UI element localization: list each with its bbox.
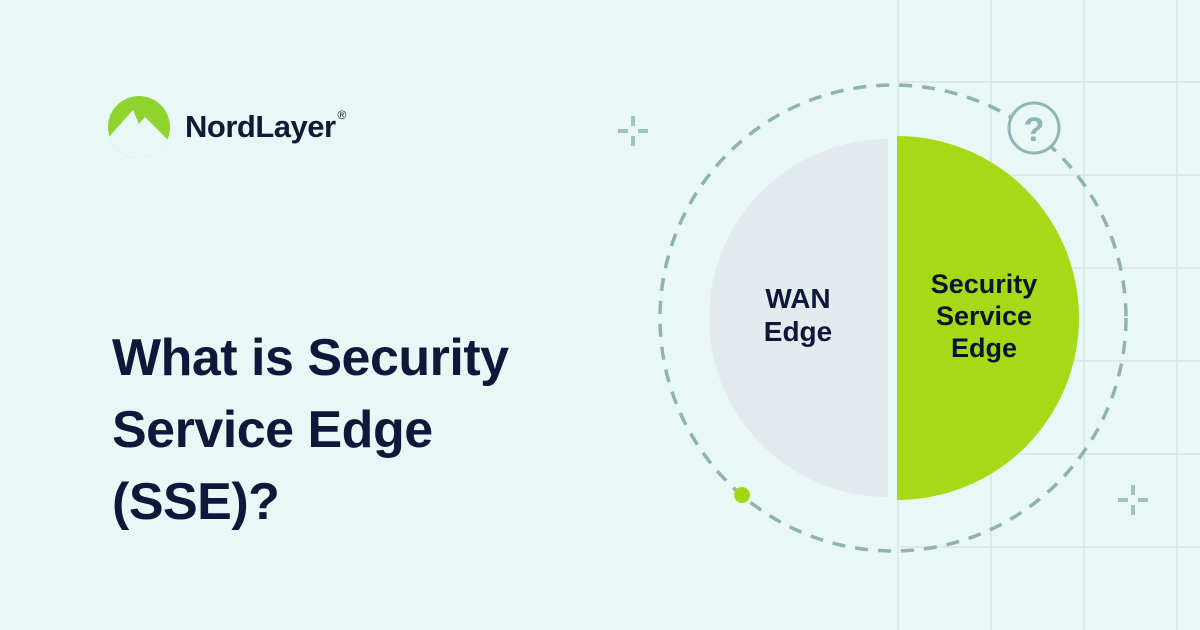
- wan-edge-label: WAN Edge: [763, 283, 833, 347]
- brand-wordmark: NordLayer ®: [185, 96, 346, 158]
- nordlayer-logo: NordLayer ®: [108, 96, 346, 158]
- registered-trademark-icon: ®: [337, 108, 347, 122]
- help-icon: ?: [1007, 101, 1061, 155]
- nordlayer-mountain-icon: [108, 96, 170, 158]
- wan-edge-half: [709, 139, 888, 497]
- accent-dot: [734, 487, 750, 503]
- plus-icon-left: [618, 116, 648, 146]
- page-title: What is Security Service Edge (SSE)?: [112, 322, 632, 538]
- plus-icon-right: [1118, 485, 1148, 515]
- help-icon-circle: [1007, 101, 1061, 155]
- question-mark-icon: ?: [1024, 111, 1045, 149]
- page-title-line-1: What is Security: [112, 329, 509, 387]
- page-title-line-2: Service Edge: [112, 401, 433, 459]
- sse-half: [897, 136, 1079, 500]
- dashed-orbit-circle: [658, 83, 1128, 553]
- brand-name: NordLayer: [185, 109, 336, 144]
- page-title-line-3: (SSE)?: [112, 473, 280, 531]
- sse-label: Security Service Edge: [930, 269, 1038, 363]
